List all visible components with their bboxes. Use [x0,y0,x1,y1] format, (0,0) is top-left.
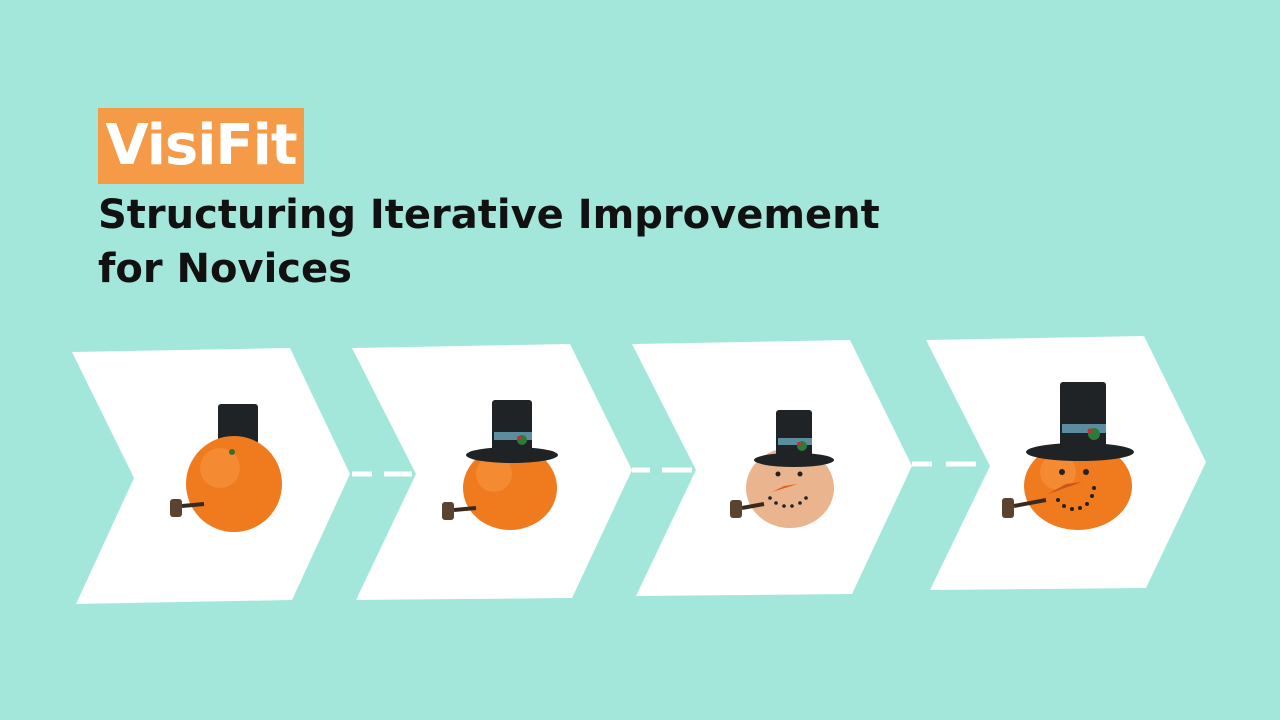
subtitle: Structuring Iterative Improvement for No… [98,188,880,296]
subtitle-line-2: for Novices [98,246,352,292]
subtitle-line-1: Structuring Iterative Improvement [98,192,880,238]
orange-snowman-icon [730,410,834,528]
orange-snowman-icon [1002,382,1134,530]
orange-snowman-icon [442,400,558,530]
orange-snowman-icon [170,404,282,532]
brand-title: VisiFit [98,108,304,184]
